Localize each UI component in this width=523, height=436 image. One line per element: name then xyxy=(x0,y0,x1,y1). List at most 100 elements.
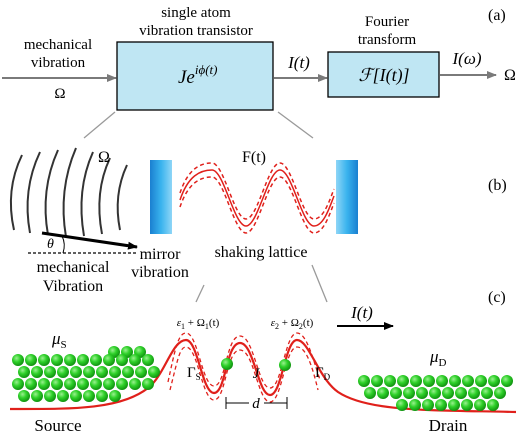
d-spacing-label: d xyxy=(252,396,260,412)
transistor-formula-base: Je xyxy=(178,67,195,88)
mu-drain-sub: D xyxy=(439,357,447,369)
source-atom-38 xyxy=(31,390,43,402)
source-atom-16 xyxy=(31,366,43,378)
panel-c: (c) I(t) ε1 + Ω1(t) ε2 + Ω2(t) μS μD ΓS … xyxy=(9,289,517,435)
drain-atom-24 xyxy=(396,399,408,411)
drain-atom-5 xyxy=(410,375,422,387)
drain-atom-22 xyxy=(481,387,493,399)
source-atom-28 xyxy=(38,378,50,390)
guide-line-right-a xyxy=(277,111,314,139)
epsilon-1-plus: + Ω xyxy=(185,317,205,329)
source-atom-9 xyxy=(77,354,89,366)
source-atom-27 xyxy=(25,378,37,390)
panel-a-label: (a) xyxy=(488,7,506,24)
drain-atom-25 xyxy=(409,399,421,411)
source-atom-31 xyxy=(77,378,89,390)
panel-b: (b) Ω θ mechanical Vibration F(t) xyxy=(9,147,507,303)
drain-atom-20 xyxy=(455,387,467,399)
vibration-line-4 xyxy=(62,147,77,238)
epsilon-1-sub: 1 xyxy=(181,322,185,331)
input-omega-label: Ω xyxy=(54,86,65,102)
source-atom-11 xyxy=(103,354,115,366)
lattice-wave-solid xyxy=(179,169,335,227)
source-atom-20 xyxy=(83,366,95,378)
drain-atom-12 xyxy=(501,375,513,387)
drain-atom-16 xyxy=(403,387,415,399)
fourier-title-line2: transform xyxy=(358,32,417,48)
vibration-lines xyxy=(9,147,128,238)
drain-atom-28 xyxy=(448,399,460,411)
source-atom-10 xyxy=(90,354,102,366)
vibration-direction-arrow xyxy=(41,231,138,250)
drain-atom-27 xyxy=(435,399,447,411)
epsilon-2-time: (t) xyxy=(303,317,314,329)
source-atom-37 xyxy=(18,390,30,402)
source-atom-24 xyxy=(135,366,147,378)
source-atoms xyxy=(12,346,160,402)
gamma-drain-symbol: Γ xyxy=(315,365,324,381)
panel-c-label: (c) xyxy=(488,289,506,306)
vibration-line-2 xyxy=(26,151,41,234)
mu-source-label: μS xyxy=(51,329,67,351)
omega-1-sub: 1 xyxy=(205,322,209,331)
drain-atom-31 xyxy=(487,399,499,411)
gamma-source-symbol: Γ xyxy=(187,365,196,381)
drain-atom-8 xyxy=(449,375,461,387)
vibration-line-6 xyxy=(98,157,111,235)
right-mirror xyxy=(336,160,358,234)
well-atom-2 xyxy=(279,359,291,371)
epsilon-1-symbol: ε xyxy=(177,317,182,329)
theta-label: θ xyxy=(47,237,54,252)
source-atom-22 xyxy=(109,366,121,378)
mu-drain-label: μD xyxy=(429,347,447,369)
epsilon-2-sub: 2 xyxy=(275,322,279,331)
shaking-lattice-wave xyxy=(179,162,335,234)
source-atom-25 xyxy=(148,366,160,378)
mechanical-vibration-label-line1: mechanical xyxy=(24,37,92,53)
transistor-formula: Jeiϕ(t) xyxy=(178,62,218,88)
source-atom-12 xyxy=(116,354,128,366)
gamma-drain-sub: D xyxy=(324,372,331,382)
drain-atoms xyxy=(358,375,513,411)
source-atom-6 xyxy=(38,354,50,366)
drain-atom-10 xyxy=(475,375,487,387)
source-atom-7 xyxy=(51,354,63,366)
source-atom-33 xyxy=(103,378,115,390)
source-atom-39 xyxy=(44,390,56,402)
drain-atom-13 xyxy=(364,387,376,399)
source-atom-29 xyxy=(51,378,63,390)
barrier-dash-lower xyxy=(169,346,319,403)
drain-atom-9 xyxy=(462,375,474,387)
output-omega-label: I(ω) xyxy=(452,49,482,68)
source-atom-4 xyxy=(12,354,24,366)
source-atom-32 xyxy=(90,378,102,390)
source-label: Source xyxy=(34,416,81,435)
source-atom-19 xyxy=(70,366,82,378)
mu-drain-symbol: μ xyxy=(429,347,439,366)
mechanical-vibration-b-line1: mechanical xyxy=(37,259,110,276)
epsilon-2-plus: + Ω xyxy=(279,317,299,329)
mirror-vibration-line2: vibration xyxy=(131,264,189,281)
source-atom-26 xyxy=(12,378,24,390)
left-mirror xyxy=(150,160,172,234)
drain-atom-7 xyxy=(436,375,448,387)
drain-atom-2 xyxy=(371,375,383,387)
drain-atom-14 xyxy=(377,387,389,399)
vibration-line-5 xyxy=(80,151,94,237)
drain-label: Drain xyxy=(429,416,468,435)
lattice-wave-dashed-upper xyxy=(179,162,335,220)
fourier-title-line1: Fourier xyxy=(365,14,409,30)
mu-source-symbol: μ xyxy=(51,329,61,348)
source-atom-13 xyxy=(129,354,141,366)
source-atom-43 xyxy=(96,390,108,402)
guide-line-right-b xyxy=(311,264,328,303)
epsilon-1-time: (t) xyxy=(209,317,220,329)
vibration-line-1 xyxy=(9,154,23,231)
source-atom-8 xyxy=(64,354,76,366)
omega-label-b: Ω xyxy=(98,149,110,166)
transistor-formula-exponent: iϕ(t) xyxy=(195,62,218,77)
drain-atom-11 xyxy=(488,375,500,387)
transistor-title-line2: vibration transistor xyxy=(139,23,253,39)
gamma-drain-label: ΓD xyxy=(315,365,331,382)
